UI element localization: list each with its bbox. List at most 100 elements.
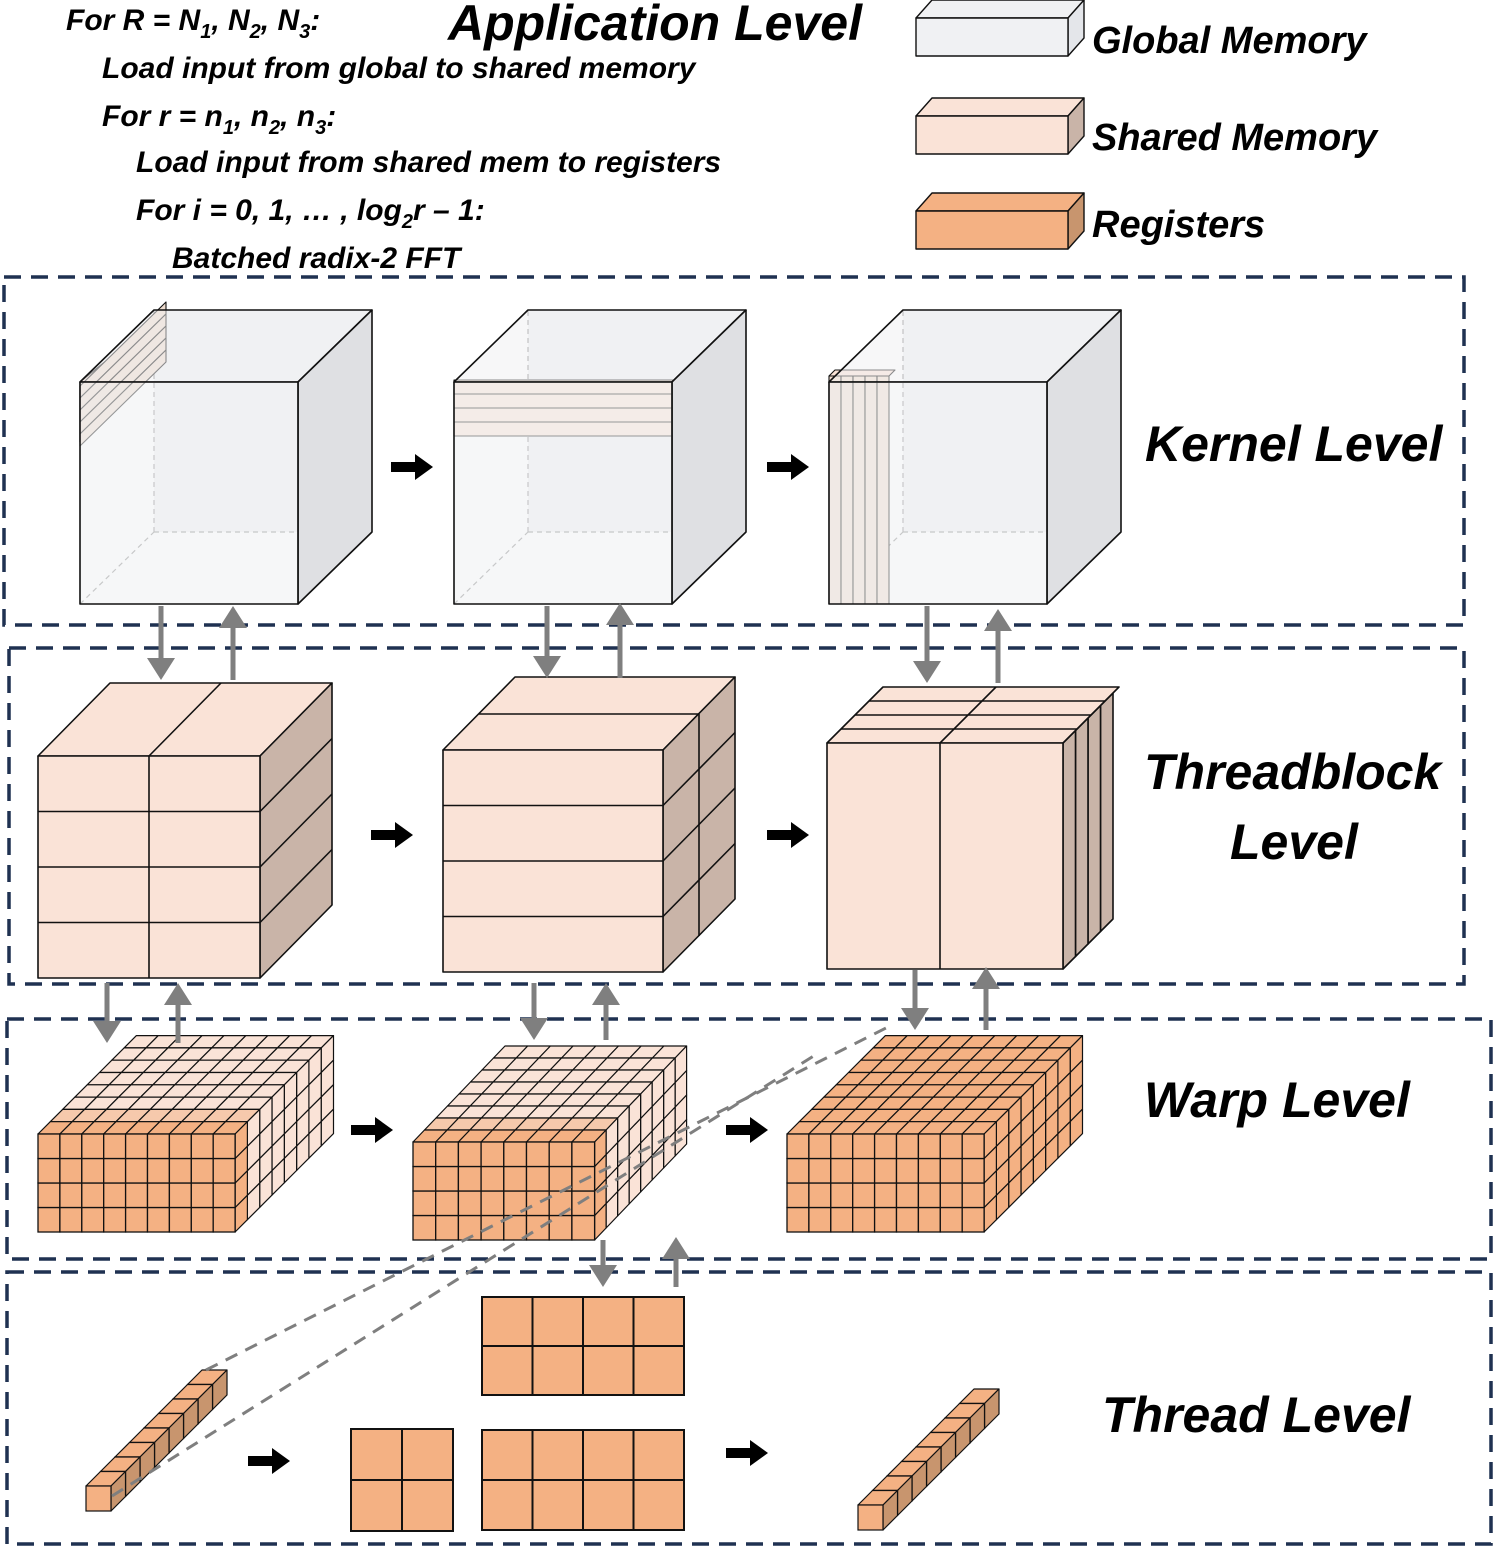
warp-cube-3-front-cell [939, 1157, 963, 1184]
warp-cube-1-front-cell [190, 1206, 214, 1233]
thread-register-rod-1-cell [85, 1485, 112, 1512]
step-arrow-warp-1-head [375, 1117, 393, 1143]
thread-register-grid-4x2-lower [481, 1429, 685, 1531]
store-arrow-kernel-1-head [219, 606, 247, 628]
warp-level-cubes [37, 1034, 1084, 1241]
warp-cube-1-front-cell [59, 1157, 83, 1184]
warp-cube-2-front-cell [525, 1214, 550, 1241]
warp-cube-3-front-cell [808, 1157, 832, 1184]
load-arrow-tb-3-head [901, 1008, 929, 1030]
legend-label-global-memory: Global Memory [1092, 20, 1368, 62]
store-arrow-tb-1 [164, 983, 192, 1043]
warp-cube-3-front-cell [786, 1133, 810, 1160]
tb3-side-slice [1062, 729, 1077, 970]
warp-cube-2-front-cell [525, 1165, 550, 1192]
warp-cube-2-front-cell [412, 1141, 437, 1168]
warp-cube-1-front-cell [212, 1157, 236, 1184]
zoom-guide-line-upper [205, 1025, 889, 1372]
warp-cube-2-front-cell [435, 1214, 460, 1241]
store-arrow-kernel-3 [984, 609, 1012, 683]
tb3-top-col-line [939, 686, 997, 744]
code-line-4: Load input from shared mem to registers [136, 146, 721, 179]
legend-box-registers-top [915, 192, 1085, 212]
warp-cube-1-front-cell [37, 1133, 61, 1160]
level-labels: Kernel Level Threadblock Level Warp Leve… [1102, 416, 1443, 1443]
thread-register-grid-4x2-upper-cell [531, 1345, 584, 1396]
warp-cube-2-front-cell [435, 1165, 460, 1192]
warp-cube-1-front-cell [146, 1157, 171, 1184]
threadblock-level-label-line2: Level [1230, 814, 1359, 870]
thread-register-grid-4x2-lower-cell [582, 1429, 635, 1481]
warp-level-label: Warp Level [1144, 1072, 1411, 1128]
legend-box-shared-top [915, 97, 1085, 117]
warp-cube-1-front-cell [124, 1157, 149, 1184]
warp-cube-3-front-cell [873, 1182, 898, 1209]
kernel-cube-front [79, 381, 299, 605]
step-arrow-tb-2-head [791, 822, 809, 848]
warp-cube-1-front-cell [168, 1182, 192, 1209]
legend-box-registers-front [915, 210, 1069, 250]
code-line-6: Batched radix-2 FFT [172, 242, 463, 275]
load-arrow-tb-1 [93, 983, 121, 1043]
warp-cube-3-front-cell [873, 1133, 898, 1160]
legend-box-global-top [915, 0, 1085, 19]
thread-register-grid-2x2-cell [401, 1479, 454, 1532]
warp-cube-1-front-cell [212, 1133, 236, 1160]
warp-cube-2-front-cell [548, 1190, 573, 1217]
thread-register-grid-4x2-upper-cell [632, 1296, 685, 1347]
zoom-guide-lines [111, 1025, 889, 1498]
warp-cube-1-front-cell [37, 1182, 61, 1209]
warp-cube-2-front-cell [435, 1141, 460, 1168]
warp-cube-1-front-cell [81, 1206, 105, 1233]
load-arrow-kernel-3-head [913, 661, 941, 683]
warp-cube-1-front-cell [190, 1182, 214, 1209]
tb1-side-line [259, 737, 333, 813]
warp-cube-1-front-cell [146, 1206, 171, 1233]
warp-cube-1-front-cell [124, 1133, 149, 1160]
warp-cube-2-front-cell [480, 1141, 505, 1168]
thread-register-grid-2x2 [350, 1428, 454, 1532]
step-arrow-warp-2 [726, 1117, 768, 1143]
store-arrow-tb-3-head [972, 967, 1000, 989]
thread-register-grid-4x2-upper-cell [582, 1296, 635, 1347]
warp-cube-3-front-cell [961, 1182, 985, 1209]
thread-register-grid-4x2-lower-cell [531, 1479, 584, 1531]
thread-register-grid-4x2-lower-cell [531, 1429, 584, 1481]
warp-cube-2-front-cell [457, 1190, 482, 1217]
warp-cube-3-front-cell [917, 1157, 941, 1184]
store-arrow-kernel-1 [219, 606, 247, 680]
step-arrow-thread-2-head [750, 1440, 768, 1466]
step-arrow-tb-1-shaft [371, 830, 397, 840]
step-arrow-thread-1-head [272, 1448, 290, 1474]
warp-cube-1 [37, 1034, 335, 1233]
warp-cube-3-front-cell [808, 1182, 832, 1209]
step-arrow-kernel-2-shaft [767, 462, 793, 472]
step-arrows [248, 454, 809, 1474]
warp-cube-3-front-cell [830, 1182, 854, 1209]
thread-level-label: Thread Level [1102, 1387, 1412, 1443]
warp-cube-3-front-cell [852, 1206, 876, 1233]
code-line-1: For R = N1, N2, N3: [66, 4, 320, 43]
warp-cube-3-front-cell [895, 1157, 920, 1184]
step-arrow-warp-2-head [750, 1117, 768, 1143]
page-title: Application Level [446, 0, 863, 51]
warp-cube-3-front-cell [830, 1157, 854, 1184]
step-arrow-tb-2-shaft [767, 830, 793, 840]
step-arrow-tb-1-head [395, 822, 413, 848]
warp-cube-3-front-cell [917, 1133, 941, 1160]
step-arrow-thread-1 [248, 1448, 290, 1474]
threadblock-level-cubes [37, 676, 1120, 979]
store-arrow-warp [662, 1237, 690, 1287]
thread-register-grid-4x2-lower-cell [632, 1429, 685, 1481]
warp-cube-3-front-cell [961, 1206, 985, 1233]
warp-cube-1-front-cell [59, 1206, 83, 1233]
step-arrow-thread-1-shaft [248, 1456, 274, 1466]
warp-cube-2-front-cell [503, 1141, 528, 1168]
store-arrow-warp-head [662, 1237, 690, 1259]
warp-cube-1-front-cell [81, 1133, 105, 1160]
warp-cube-1-front-cell [168, 1206, 192, 1233]
load-arrow-kernel-1 [147, 606, 175, 680]
thread-register-grid-2x2-cell [401, 1428, 454, 1481]
warp-cube-1-front-cell [124, 1206, 149, 1233]
legend-swatch-global-memory [915, 0, 1085, 57]
